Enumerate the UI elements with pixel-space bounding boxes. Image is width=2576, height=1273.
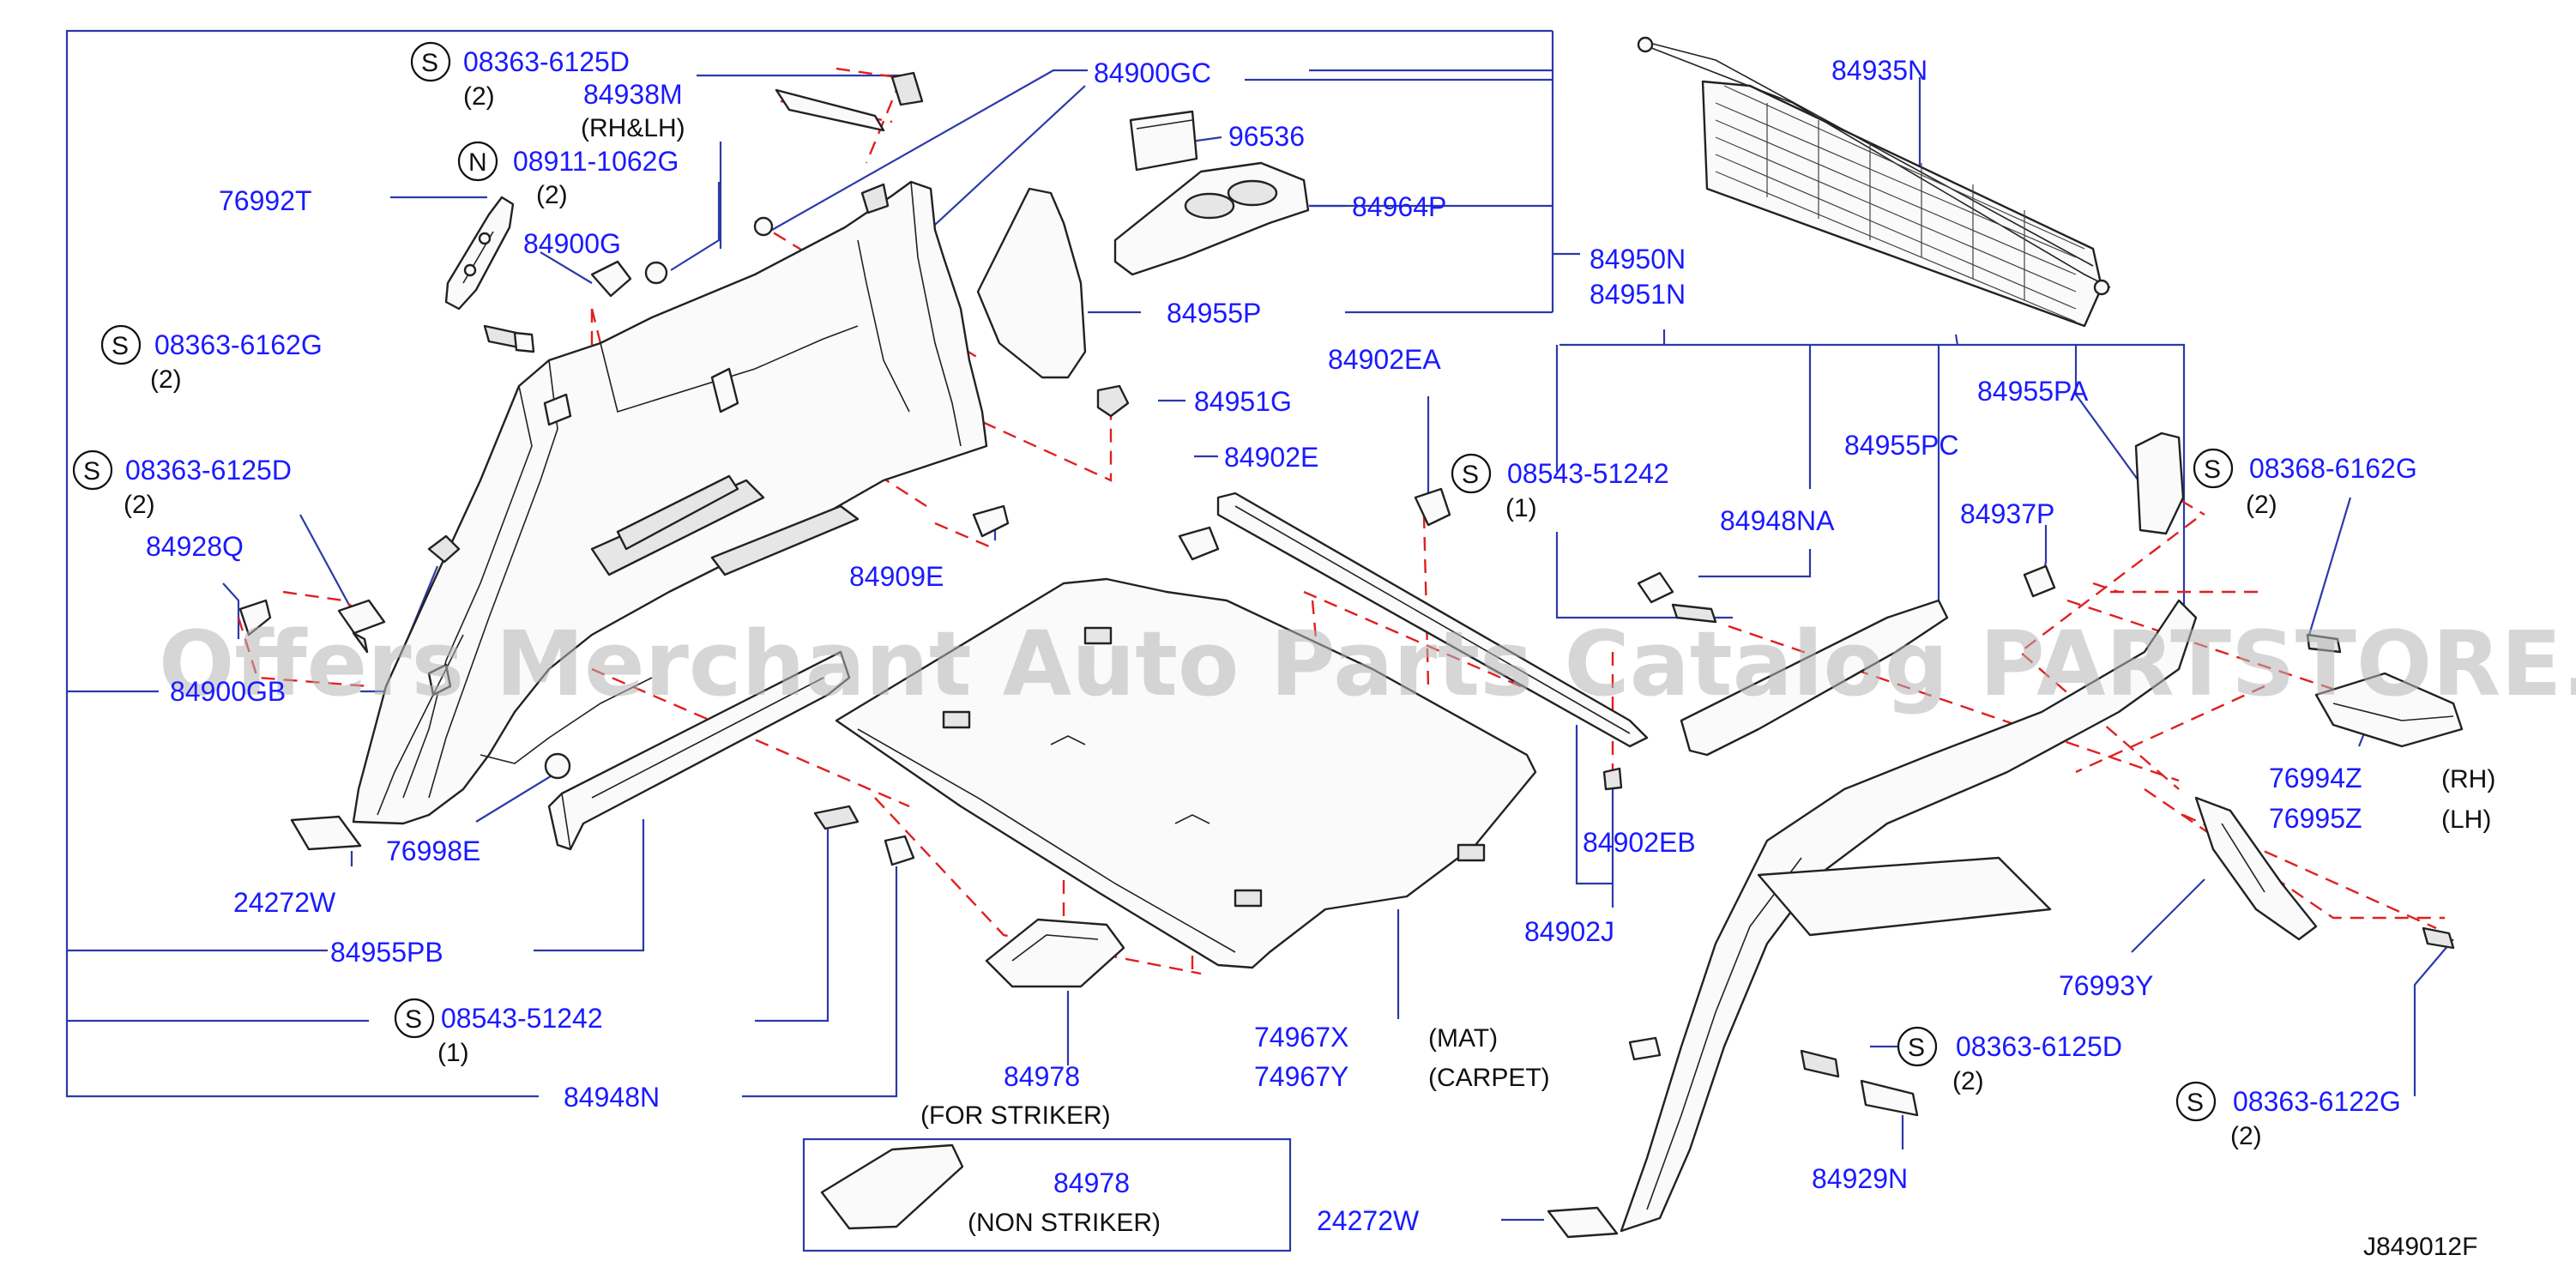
s-marker: S <box>405 1005 422 1034</box>
note-76994z: (RH) <box>2441 765 2495 793</box>
s-marker: S <box>421 49 438 77</box>
s-marker: S <box>2204 456 2221 484</box>
note-84938m: (RH&LH) <box>581 114 685 142</box>
s-marker: S <box>112 332 129 360</box>
label-84935n: 84935N <box>1831 55 1927 86</box>
label-84948na: 84948NA <box>1720 505 1835 536</box>
qty-08363-6162g-left: (2) <box>150 365 182 394</box>
label-08363-6125d-mid: 08363-6125D <box>125 455 292 486</box>
qty-08363-6125d-mid: (2) <box>124 491 155 519</box>
s-marker: S <box>2187 1089 2204 1117</box>
part-labels: 08363-6125D (2) 84938M (RH&LH) 08911-106… <box>124 46 2495 1261</box>
label-74967y: 74967Y <box>1254 1061 1348 1092</box>
label-84902eb: 84902EB <box>1583 827 1696 858</box>
qty-08543-51242-left: (1) <box>437 1039 469 1067</box>
s-marker: S <box>83 457 100 486</box>
qty-08543-51242-right: (1) <box>1505 494 1537 522</box>
label-84929n: 84929N <box>1812 1163 1908 1194</box>
qty-08368-6162g: (2) <box>2246 491 2277 519</box>
label-84909e: 84909E <box>849 561 944 592</box>
label-24272w-right: 24272W <box>1317 1205 1420 1236</box>
note-84978-striker: (FOR STRIKER) <box>920 1101 1111 1130</box>
label-24272w-left: 24272W <box>233 887 336 918</box>
label-76998e: 76998E <box>386 836 480 866</box>
label-84978-striker: 84978 <box>1004 1061 1080 1092</box>
label-08363-6122g: 08363-6122G <box>2233 1086 2401 1117</box>
label-84900gc: 84900GC <box>1094 57 1211 88</box>
label-08543-51242-left: 08543-51242 <box>441 1003 603 1034</box>
label-84902e: 84902E <box>1224 442 1318 473</box>
note-84978-non-striker: (NON STRIKER) <box>968 1209 1161 1237</box>
qty-08363-6125d-top: (2) <box>463 82 495 111</box>
watermark-text: Offers Merchant Auto Parts Catalog PARTS… <box>159 612 2576 716</box>
label-08543-51242-right: 08543-51242 <box>1507 458 1669 489</box>
label-84950n: 84950N <box>1590 244 1686 275</box>
qty-08363-6125d-bottom: (2) <box>1952 1067 1984 1095</box>
label-08911-1062g: 08911-1062G <box>513 146 679 177</box>
label-84978-non-striker: 84978 <box>1053 1167 1130 1198</box>
label-84902ea: 84902EA <box>1328 344 1441 375</box>
diagram-code: J849012F <box>2363 1233 2477 1261</box>
label-76992t: 76992T <box>219 185 312 216</box>
label-08368-6162g: 08368-6162G <box>2249 453 2417 484</box>
label-84951g: 84951G <box>1194 386 1292 417</box>
symbol-markers <box>72 41 2234 1122</box>
label-84938m: 84938M <box>583 79 683 110</box>
label-84955pa: 84955PA <box>1977 376 2089 407</box>
net-mesh <box>1715 85 2085 323</box>
label-84951n: 84951N <box>1590 279 1686 310</box>
n-marker: N <box>468 148 487 177</box>
label-84955pc: 84955PC <box>1844 430 1958 461</box>
label-84964p: 84964P <box>1352 191 1446 222</box>
label-76993y: 76993Y <box>2059 970 2153 1001</box>
note-76995z: (LH) <box>2441 805 2491 834</box>
label-84937p: 84937P <box>1960 498 2054 529</box>
part-illustrations <box>238 36 2464 1239</box>
label-84928q: 84928Q <box>146 531 244 562</box>
label-74967x: 74967X <box>1254 1022 1348 1053</box>
leader-lines <box>65 29 2454 1252</box>
label-08363-6125d-top: 08363-6125D <box>463 46 630 77</box>
note-74967y: (CARPET) <box>1428 1064 1550 1092</box>
s-marker: S <box>1908 1034 1925 1062</box>
label-08363-6162g-left: 08363-6162G <box>154 329 323 360</box>
qty-08911-1062g: (2) <box>536 181 568 209</box>
label-84955pb: 84955PB <box>330 937 443 968</box>
label-84900g: 84900G <box>523 228 621 259</box>
label-84955p: 84955P <box>1167 298 1261 329</box>
label-76995z: 76995Z <box>2269 803 2362 834</box>
label-84948n: 84948N <box>564 1082 660 1113</box>
label-96536: 96536 <box>1228 121 1305 152</box>
label-84902j: 84902J <box>1524 916 1614 947</box>
label-76994z: 76994Z <box>2269 763 2362 793</box>
symbol-letters: S N S S S S S S S <box>83 49 2221 1117</box>
label-08363-6125d-bottom: 08363-6125D <box>1956 1031 2122 1062</box>
note-74967x: (MAT) <box>1428 1024 1498 1053</box>
s-marker: S <box>1462 461 1479 489</box>
label-84900gb: 84900GB <box>170 676 286 707</box>
qty-08363-6122g: (2) <box>2230 1122 2262 1150</box>
